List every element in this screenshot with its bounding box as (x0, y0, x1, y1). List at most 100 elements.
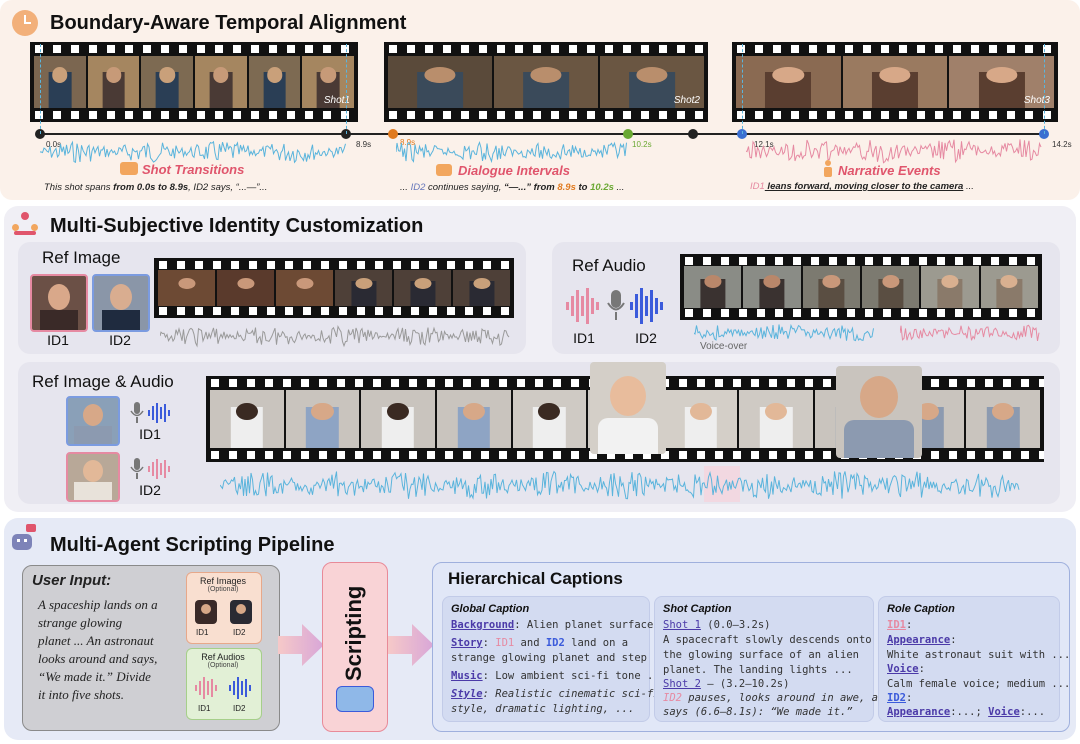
ref-image-thumb-id1 (195, 600, 217, 624)
role-caption-card: Role Caption ID1: Appearance: White astr… (878, 596, 1070, 722)
ref-images-id1: ID1 (196, 628, 209, 637)
audio-waveform-shot2 (396, 140, 627, 164)
section-title-identity: Multi-Subjective Identity Customization (50, 215, 424, 237)
timeline-marker (1039, 129, 1049, 139)
id2-portrait (92, 274, 150, 332)
time-label: 0.0s (46, 140, 62, 149)
microphone-icon (130, 458, 144, 479)
film-strip-ref-audio (680, 254, 1042, 320)
pink-sound-wave-icon (566, 288, 599, 324)
audio-id1-label: ID1 (573, 330, 595, 346)
id2-label: ID2 (109, 332, 131, 348)
pink-sound-wave-icon (148, 459, 170, 479)
film-strip-shot1: Shot1 (30, 42, 358, 122)
caption-line: A spacecraft slowly descends onto (663, 634, 872, 646)
event-label-shot-transitions: Shot Transitions (142, 162, 245, 177)
audio-waveform-ref-audio-pink (900, 324, 1040, 341)
person-icon (822, 160, 834, 178)
shot3-description: ID1 leans forward, moving closer to the … (750, 181, 974, 192)
caption-line: the glowing surface of an alien (663, 649, 859, 661)
ref-audios-optional: (Optional) (207, 662, 239, 669)
id1-combined-portrait (66, 396, 120, 446)
audio-waveform-shot3 (746, 139, 1042, 164)
caption-line: planet. The landing lights ... (663, 664, 853, 676)
camera-icon (120, 162, 138, 175)
caption-line: White astronaut suit with ... (887, 649, 1071, 661)
pink-sound-wave-icon (195, 677, 217, 699)
caption-line: ID2 pauses, looks around in awe, and (663, 692, 891, 704)
shot1-description: This shot spans from 0.0s to 8.9s, ID2 s… (44, 182, 268, 193)
caption-line: Appearance: (887, 634, 957, 646)
shot3-label: Shot3 (1023, 95, 1050, 106)
role-caption-title: Role Caption (887, 603, 955, 615)
ref-image-audio-label: Ref Image & Audio (32, 372, 174, 391)
id2-combined-portrait (66, 452, 120, 502)
global-caption-title: Global Caption (451, 603, 530, 615)
clock-icon (12, 10, 38, 36)
shot2-label: Shot2 (673, 95, 700, 106)
arrow-right-icon (278, 624, 324, 666)
id1-portrait (30, 274, 88, 332)
caption-line: ID1: (887, 619, 913, 631)
caption-line: Appearance:...; Voice:... (887, 706, 1046, 718)
caption-line: strange glowing planet and step ... (451, 652, 673, 664)
caption-line: style, dramatic lighting, ... (451, 703, 635, 715)
boundary-line (40, 44, 41, 134)
scripting-label: Scripting (341, 585, 366, 681)
chat-bubble-icon (436, 164, 452, 176)
caption-line: says (6.6–8.1s): “We made it.” (663, 706, 853, 718)
blue-sound-wave-icon (229, 677, 251, 699)
film-strip-shot2: Shot2 (384, 42, 708, 122)
caption-line: ID2: (887, 692, 913, 704)
microphone-icon (607, 290, 625, 320)
timeline-marker (341, 129, 351, 139)
caption-line: Music: Low ambient sci-fi tone ... (451, 670, 666, 682)
arrow-right-icon (388, 624, 434, 666)
boundary-line (346, 44, 347, 134)
audio-waveform-ref-audio-blue (694, 323, 874, 342)
highlight-frame (590, 362, 666, 454)
boundary-line (1044, 44, 1045, 134)
ref-images-id2: ID2 (233, 628, 246, 637)
film-strip-shot3: Shot3 (732, 42, 1058, 122)
shot1-label: Shot1 (323, 95, 350, 106)
caption-line: Background: Alien planet surface ... (451, 619, 679, 631)
time-label: 12.1s (754, 140, 774, 149)
ref-image-thumb-id2 (230, 600, 252, 624)
ref-audios-id2: ID2 (233, 704, 246, 713)
blue-sound-wave-icon (630, 288, 663, 324)
ref-audios-title: Ref Audios (201, 652, 245, 662)
caption-line: Story: ID1 and ID2 land on a (451, 637, 629, 649)
time-label: 8.9s (356, 140, 372, 149)
caption-line: Shot 1 (0.0–3.2s) (663, 619, 771, 631)
group-icon (12, 212, 38, 236)
audio-waveform-combined (220, 470, 1020, 500)
boundary-line (742, 44, 743, 134)
time-label: 10.2s (632, 140, 652, 149)
timeline-marker (737, 129, 747, 139)
ref-audios-optional-box (186, 648, 262, 720)
robot-icon (10, 524, 38, 552)
ref-audios-id1: ID1 (198, 704, 211, 713)
shot2-description: ... ID2 continues saying, “—...” from 8.… (400, 182, 625, 193)
event-label-dialogue-intervals: Dialogue Intervals (458, 163, 570, 178)
ref-image-label: Ref Image (42, 248, 121, 267)
caption-line: Shot 2 — (3.2–10.2s) (663, 678, 790, 690)
highlight-frame (836, 366, 922, 458)
shot-caption-title: Shot Caption (663, 603, 732, 615)
timeline-marker (688, 129, 698, 139)
audio-id2-label: ID2 (635, 330, 657, 346)
section-title-scripting: Multi-Agent Scripting Pipeline (50, 534, 335, 556)
id1-label: ID1 (47, 332, 69, 348)
audio-waveform-shot1 (40, 140, 346, 164)
blue-sound-wave-icon (148, 403, 170, 423)
timeline-marker (35, 129, 45, 139)
section-title-temporal: Boundary-Aware Temporal Alignment (50, 12, 407, 34)
microphone-icon (130, 402, 144, 423)
user-input-heading: User Input: (32, 572, 112, 589)
hierarchical-captions-title: Hierarchical Captions (448, 569, 623, 588)
ref-images-title: Ref Images (199, 576, 247, 586)
audio-waveform-ref-image (160, 325, 510, 348)
ref-images-optional: (Optional) (207, 586, 239, 593)
event-label-narrative-events: Narrative Events (838, 163, 941, 178)
